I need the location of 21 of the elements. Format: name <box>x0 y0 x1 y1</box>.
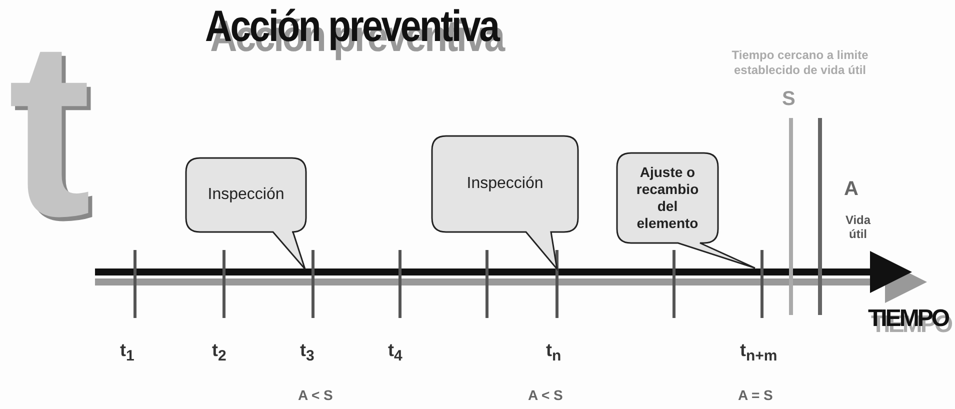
bubble-text: Inspección <box>206 185 286 205</box>
time-label: t$_{n}$ <box>546 340 562 365</box>
bubble-text: Inspección <box>466 174 544 194</box>
bubble-text: Ajuste o recambio del elemento <box>635 163 700 233</box>
time-label: t$_{n+m}$ <box>740 340 778 365</box>
condition-text: A = S <box>738 387 773 403</box>
time-label: t$_{4}$ <box>388 340 402 365</box>
speech-bubble <box>616 152 757 270</box>
life-label: A <box>844 178 858 201</box>
speech-bubble <box>431 135 579 271</box>
limit-label: S <box>782 88 796 111</box>
life-text: Vida útil <box>844 213 872 241</box>
condition-text: A < S <box>528 387 563 403</box>
time-label: t$_{1}$ <box>120 340 134 365</box>
condition-text: A < S <box>298 387 333 403</box>
note-text: Tiempo cercano a limite establecido de vida útil <box>730 48 870 78</box>
axis-label: TIEMPO <box>868 305 948 333</box>
time-label: t$_{2}$ <box>212 340 226 365</box>
large-letter: t <box>8 4 92 254</box>
speech-bubble <box>185 157 307 271</box>
time-label: t$_{3}$ <box>300 340 314 365</box>
